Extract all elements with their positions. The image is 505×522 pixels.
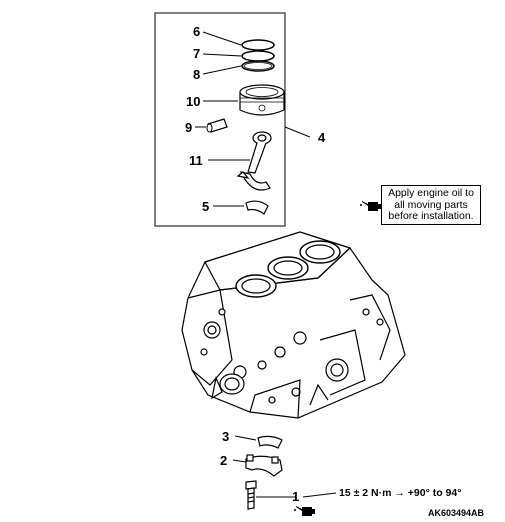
leader-8 — [202, 65, 242, 75]
lower-bearing — [257, 435, 283, 449]
oil-can-icon-bolt — [294, 506, 315, 516]
note-line-1: Apply engine oil to — [388, 187, 474, 199]
callout-8: 8 — [193, 67, 200, 82]
piston — [239, 84, 285, 116]
callout-4: 4 — [318, 130, 326, 145]
connecting-rod — [236, 131, 272, 191]
callout-2: 2 — [220, 453, 227, 468]
note-line-2: all moving parts — [394, 198, 468, 211]
cylinder-block — [181, 231, 406, 419]
callout-1: 1 — [292, 489, 299, 504]
leader-torque — [302, 492, 337, 498]
callout-3: 3 — [222, 429, 229, 444]
leader-2 — [232, 459, 247, 463]
callout-10: 10 — [186, 94, 200, 109]
torque-spec: 15 ± 2 N·m → +90° to 94° — [339, 487, 461, 499]
callout-7: 7 — [193, 46, 200, 61]
leader-3 — [234, 435, 257, 441]
piston-pin — [206, 118, 228, 133]
upper-bearing — [245, 200, 269, 215]
callout-9: 9 — [185, 120, 192, 135]
engine-oil-note: Apply engine oil to all moving parts bef… — [381, 185, 481, 225]
cap-bolt — [245, 480, 257, 510]
callout-6: 6 — [193, 24, 200, 39]
callout-5: 5 — [202, 199, 209, 214]
figure-id: AK603494AB — [428, 508, 485, 518]
bearing-cap — [245, 454, 283, 477]
assembly-frame — [154, 12, 286, 227]
leader-7 — [202, 53, 242, 57]
leader-6 — [202, 31, 242, 46]
note-line-3: before installation. — [388, 210, 474, 222]
piston-rings — [241, 39, 275, 72]
oil-can-icon — [360, 201, 381, 211]
leader-4 — [284, 126, 311, 138]
callout-11: 11 — [189, 153, 203, 168]
